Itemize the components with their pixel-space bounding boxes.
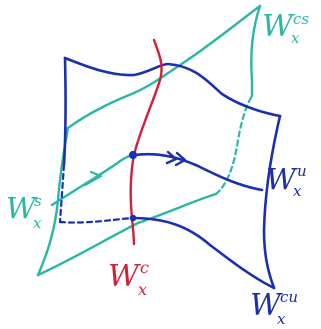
unstable-direction-arrow [165, 150, 187, 167]
label-wcs-sup: cs [293, 10, 309, 28]
label-wc-sup: c [140, 258, 149, 277]
label-wcu-sup: cu [280, 288, 298, 306]
label-wcs-sub: x [291, 29, 300, 47]
stable-direction-arrow [83, 170, 103, 187]
label-wu: W u x [266, 162, 307, 200]
label-wu-sup: u [297, 162, 307, 180]
wcu-hidden-left-edge [58, 163, 66, 224]
label-wu-main: W [266, 162, 298, 196]
wcu-sheet-bottom-edge [130, 216, 276, 290]
label-ws-sub: x [33, 214, 42, 232]
wcs-sheet-bottom-edge [36, 192, 218, 277]
label-wcs: W cs x [262, 9, 309, 47]
wcs-sheet-top-edge [66, 4, 262, 130]
intersection-dot [129, 214, 137, 222]
label-wu-sub: x [293, 182, 302, 200]
wcu-sheet-right-edge [262, 114, 282, 290]
label-wcu-main: W [250, 288, 283, 323]
wcu-sheet-left-edge [62, 56, 67, 167]
wcu-unstable-leaf [132, 152, 264, 192]
wcu-sheet-top-edge [63, 56, 282, 118]
label-wc-main: W [108, 259, 141, 294]
label-wc: W c x [108, 258, 149, 299]
label-wcu: W cu x [250, 288, 298, 328]
label-ws-sup: s [34, 192, 42, 210]
label-wc-sub: x [138, 280, 147, 299]
label-ws-main: W [6, 191, 38, 225]
wcs-hidden-edge [214, 94, 254, 196]
label-ws: W s x [6, 191, 42, 232]
label-wcu-sub: x [277, 310, 286, 328]
wcu-hidden-bottom-edge [58, 216, 134, 224]
wcs-sheet-right-edge [250, 4, 262, 98]
label-wcs-main: W [262, 9, 295, 44]
point-x-dot [128, 150, 138, 160]
